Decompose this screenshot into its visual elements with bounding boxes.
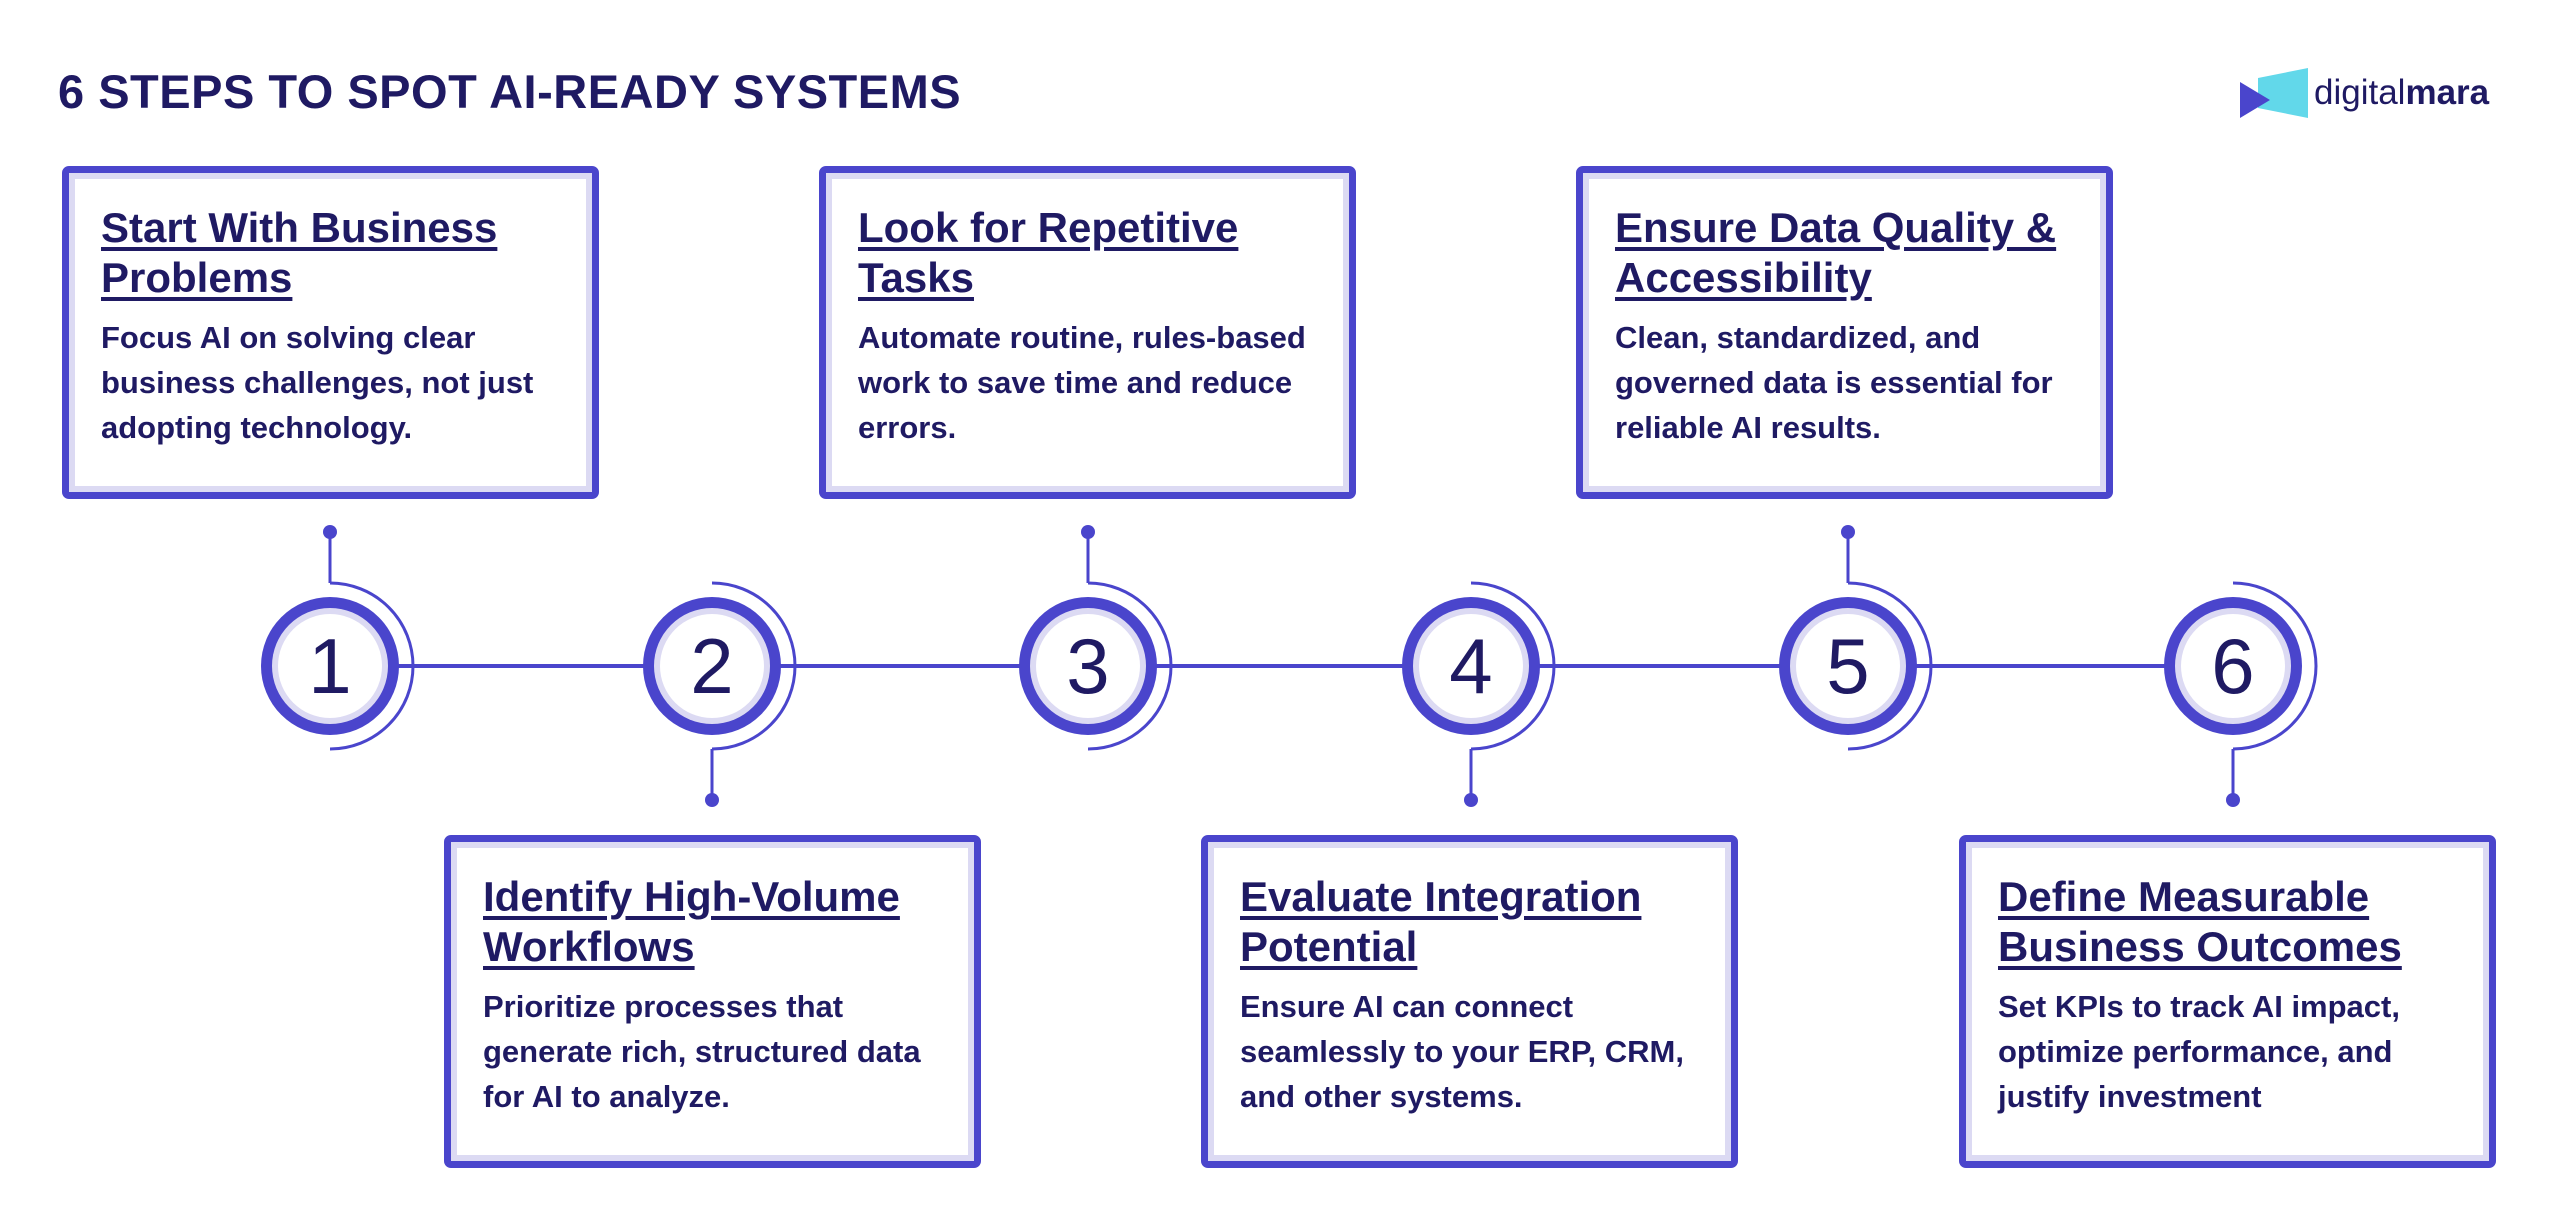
step-3-number: 3 [1066, 621, 1110, 710]
step-6-title: Define Measurable Business Outcomes [1998, 873, 2402, 970]
step-2-text: Prioritize processes that generate rich,… [483, 989, 921, 1114]
logo-wordmark: digitalmara [2314, 73, 2490, 112]
step-4-marker [1402, 581, 1556, 807]
step-4-text: Ensure AI can connect seamlessly to your… [1240, 989, 1684, 1114]
step-2-number: 2 [690, 621, 734, 710]
step-2-title: Identify High-Volume Workflows [483, 873, 900, 970]
step-5-number: 5 [1826, 621, 1870, 710]
step-4-number: 4 [1449, 621, 1493, 710]
step-2-card: Identify High-Volume Workflows Prioritiz… [444, 835, 981, 1168]
step-3-title: Look for Repetitive Tasks [858, 204, 1239, 301]
step-1-text: Focus AI on solving clear business chall… [101, 320, 534, 445]
step-6-number: 6 [2211, 621, 2255, 710]
step-3-card: Look for Repetitive Tasks Automate routi… [819, 166, 1356, 499]
step-6-text: Set KPIs to track AI impact, optimize pe… [1998, 989, 2400, 1114]
step-1-number: 1 [308, 621, 352, 710]
step-1-card: Start With Business Problems Focus AI on… [62, 166, 599, 499]
step-1-marker [261, 525, 415, 751]
step-2-marker [643, 581, 797, 807]
step-5-marker [1779, 525, 1933, 751]
step-6-marker [2164, 581, 2318, 807]
step-5-title: Ensure Data Quality & Accessibility [1615, 204, 2057, 301]
step-3-text: Automate routine, rules-based work to sa… [858, 320, 1306, 445]
step-3-marker [1019, 525, 1173, 751]
step-5-text: Clean, standardized, and governed data i… [1615, 320, 2053, 445]
step-1-title: Start With Business Problems [101, 204, 498, 301]
step-4-title: Evaluate Integration Potential [1240, 873, 1642, 970]
step-5-card: Ensure Data Quality & Accessibility Clea… [1576, 166, 2113, 499]
logo-mark-icon [2240, 68, 2308, 118]
brand-logo: digitalmara [2240, 64, 2489, 122]
page-title: 6 STEPS TO SPOT AI-READY SYSTEMS [58, 65, 962, 118]
step-6-card: Define Measurable Business Outcomes Set … [1959, 835, 2496, 1168]
step-4-card: Evaluate Integration Potential Ensure AI… [1201, 835, 1738, 1168]
